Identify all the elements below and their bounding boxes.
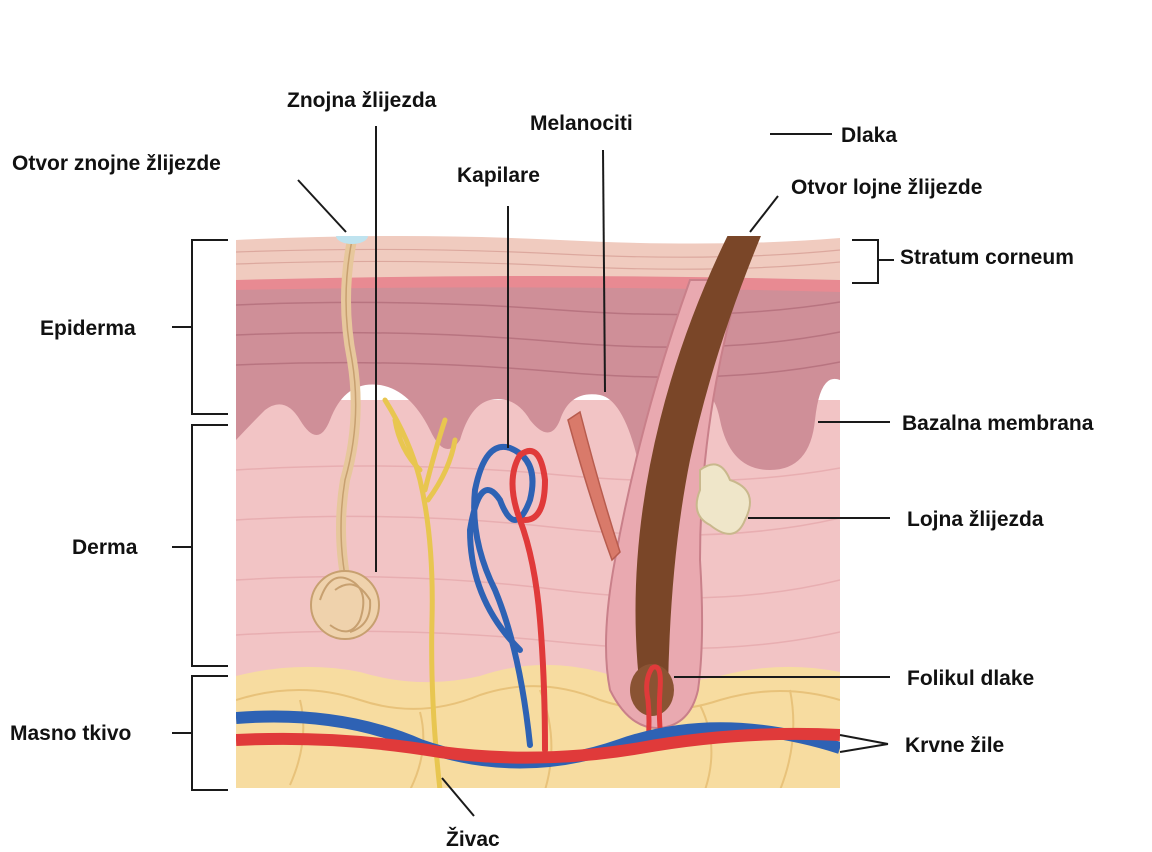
sebaceous-opening-pointer bbox=[750, 196, 778, 232]
fat-bracket bbox=[172, 676, 228, 790]
sweat-gland-coil bbox=[311, 571, 379, 639]
nerve-label: Živac bbox=[446, 827, 500, 851]
basement-membrane-label: Bazalna membrana bbox=[902, 412, 1094, 435]
dermis-label: Derma bbox=[72, 536, 138, 559]
epidermis-label: Epiderma bbox=[40, 317, 136, 340]
sweat-pore-opening bbox=[336, 228, 368, 244]
blood-vessels-pointer-a bbox=[840, 735, 888, 744]
blood-vessels-label: Krvne žile bbox=[905, 734, 1004, 757]
sebaceous-gland-label: Lojna žlijezda bbox=[907, 508, 1044, 531]
blood-vessels-pointer-b bbox=[840, 744, 888, 752]
epidermis-bracket bbox=[172, 240, 228, 414]
sweat-pore-pointer bbox=[298, 180, 346, 232]
melanocytes-label: Melanociti bbox=[530, 112, 633, 135]
hair-label: Dlaka bbox=[841, 124, 897, 147]
stratum-corneum-label: Stratum corneum bbox=[900, 246, 1074, 269]
capillaries-label: Kapilare bbox=[457, 164, 540, 187]
sebaceous-opening-label: Otvor lojne žlijezde bbox=[791, 176, 982, 199]
dermis-bracket bbox=[172, 425, 228, 666]
stratum-corneum-bracket bbox=[852, 240, 894, 283]
fat-tissue-label: Masno tkivo bbox=[10, 722, 131, 745]
sweat-gland-label: Znojna žlijezda bbox=[287, 89, 437, 112]
sweat-pore-label: Otvor znojne žlijezde bbox=[12, 152, 221, 175]
hair-follicle-label: Folikul dlake bbox=[907, 667, 1034, 690]
